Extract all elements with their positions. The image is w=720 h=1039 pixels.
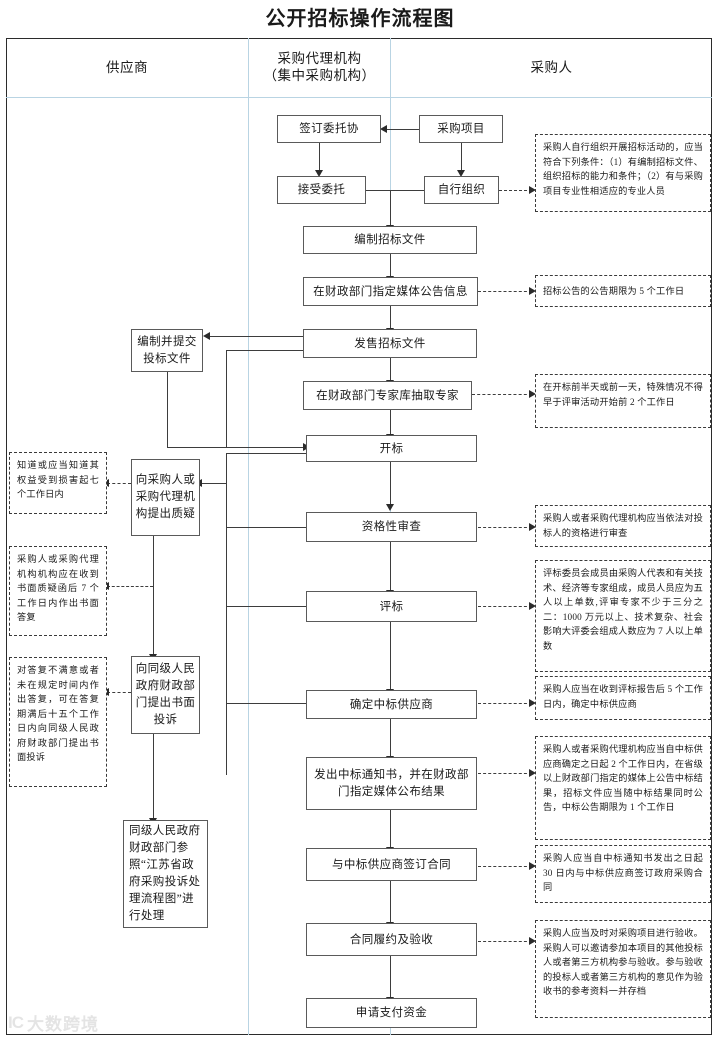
conn-challenge-to-note [107,483,131,484]
node-file-complaint[interactable]: 向同级人民政府财政部门提出书面投诉 [131,656,200,734]
node-bid-opening[interactable]: 开标 [306,435,477,462]
arrowhead-contract-to-note [529,862,536,870]
lane-header-purchaser-label: 采购人 [530,59,573,75]
arrowhead-open-to-qualify [386,504,394,511]
node-sign-entrustment[interactable]: 签订委托协 [277,115,381,143]
node-purchase-project[interactable]: 采购项目 [419,115,503,143]
arrowhead-project-to-self [457,170,465,177]
note-announcement-period: 招标公告的公告期限为 5 个工作日 [535,275,711,307]
conn-challenge-collector [226,453,227,775]
node-accept-entrustment[interactable]: 接受委托 [277,176,366,204]
conn-challenge-to-complaint [153,536,154,656]
conn-join-down-to-prepare [390,190,391,226]
note-award-deadline: 采购人应当在收到评标报告后 5 个工作日内，确定中标供应商 [535,676,711,720]
conn-project-to-sign [386,129,444,130]
conn-bid-right-to-open [167,447,306,448]
conn-award-to-notify [390,719,391,757]
lane-header-agency-label: 采购代理机构 [277,51,362,66]
note-self-organize-conditions: 采购人自行组织开展招标活动的，应当符合下列条件：（1）有编制招标文件、组织招标的… [535,134,711,212]
conn-notify-to-contract [390,810,391,848]
node-contract-performance-acceptance[interactable]: 合同履约及验收 [306,923,477,956]
node-bid-evaluation[interactable]: 评标 [306,591,477,622]
conn-accept-to-note [478,941,532,942]
node-announce-info[interactable]: 在财政部门指定媒体公告信息 [303,277,478,306]
conn-open-to-qualify [390,462,391,505]
conn-eval-to-note [478,606,532,607]
arrowhead-announce-to-note [529,287,536,295]
conn-accept-to-payment [390,956,391,998]
arrowhead-notify-to-note [529,769,536,777]
node-raise-challenge[interactable]: 向采购人或采购代理机构提出质疑 [131,459,200,536]
conn-collector-to-challenge [200,483,226,484]
conn-challenge-to-reply-note [107,586,153,587]
lane-header-supplier: 供应商 [6,38,248,96]
lane-header-supplier-label: 供应商 [106,59,148,75]
node-issue-notice[interactable]: 发出中标通知书，并在财政部门指定媒体公布结果 [306,757,477,810]
node-qualification-review[interactable]: 资格性审查 [306,512,477,542]
node-self-organize[interactable]: 自行组织 [424,176,499,204]
lane-header-purchaser: 采购人 [391,38,712,96]
conn-complaint-to-note [107,692,131,693]
conn-award-to-note [478,703,532,704]
arrowhead-eval-to-note [529,602,536,610]
note-acceptance-requirements: 采购人应当及时对采购项目进行验收。采购人可以邀请参加本项目的其他投标人或者第三方… [535,920,711,1018]
conn-qualify-to-eval [390,542,391,591]
arrowhead-accept-to-note [529,937,536,945]
conn-complaint-to-handle [153,734,154,820]
conn-collector-from-open [226,453,306,454]
arrowhead-expert-to-note [529,390,536,398]
conn-collector-from-eval [226,606,306,607]
note-reply-deadline: 采购人或采购代理机构机构应在收到书面质疑函后 7 个工作日内作出书面答复 [9,546,107,636]
arrowhead-sell-to-bid [203,332,210,340]
conn-accept-selfjoin [366,190,424,191]
conn-bid-down [167,372,168,447]
conn-collector-from-qualify [226,527,306,528]
node-determine-winner[interactable]: 确定中标供应商 [306,690,477,719]
conn-qualify-to-note [478,527,532,528]
conn-notify-to-note [478,773,532,774]
note-evaluation-committee: 评标委员会成员由采购人代表和有关技术、经济等专家组成，成员人员应为五人以上单数,… [535,560,711,672]
note-contract-signing-deadline: 采购人应当自中标通知书发出之日起 30 日内与中标供应商签订政府采购合同 [535,845,711,903]
node-sell-tender-docs[interactable]: 发售招标文件 [303,329,477,358]
conn-sell-to-expert [390,358,391,381]
node-draw-experts[interactable]: 在财政部门专家库抽取专家 [303,381,472,410]
conn-expert-to-note [472,394,532,395]
arrowhead-award-to-note [529,699,536,707]
conn-sellstub-down [226,350,227,447]
note-winning-announcement: 采购人或者采购代理机构应当自中标供应商确定之日起 2 个工作日内，在省级以上财政… [535,736,711,840]
header-rule [6,97,712,98]
conn-project-to-self [461,143,462,171]
node-prepare-submit-bid[interactable]: 编制并提交投标文件 [131,329,203,372]
diagram-frame [6,38,712,1035]
note-expert-draw-timing: 在开标前半天或前一天，特殊情况不得早于评审活动开始前 2 个工作日 [535,374,711,428]
node-prepare-tender-docs[interactable]: 编制招标文件 [303,226,477,254]
node-complaint-handling[interactable]: 同级人民政府财政部门参照“江苏省政府采购投诉处理流程图”进行处理 [123,820,208,928]
conn-expert-to-open [390,410,391,435]
conn-contract-to-accept [390,881,391,923]
lane-divider-1 [248,38,249,1035]
page-title: 公开招标操作流程图 [265,8,455,30]
note-complaint-deadline: 对答复不满意或者未在规定时间内作出答复，可在答复期满后十五个工作日内向同级人民政… [9,657,107,787]
lane-header-agency: 采购代理机构 （集中采购机构） [249,38,390,96]
conn-prepare-to-announce [390,254,391,277]
conn-self-to-note [499,190,532,191]
arrowhead-sign-to-accept [315,170,323,177]
node-sign-contract[interactable]: 与中标供应商签订合同 [306,848,477,881]
conn-announce-to-sell [390,306,391,329]
node-apply-payment[interactable]: 申请支付资金 [306,998,477,1028]
lane-header-agency-sublabel: （集中采购机构） [263,68,376,83]
conn-collector-from-award [226,703,306,704]
conn-sell-to-bid [208,336,303,337]
note-qualification-review: 采购人或者采购代理机构应当依法对投标人的资格进行审查 [535,505,711,547]
conn-eval-to-award [390,622,391,690]
arrowhead-self-to-note [529,186,536,194]
note-challenge-deadline: 知道或应当知道其权益受到损害起七个工作日内 [9,452,107,514]
conn-sign-to-accept [319,143,320,171]
conn-announce-to-note [478,291,532,292]
arrowhead-qualify-to-note [529,523,536,531]
arrowhead-project-to-sign [380,125,387,133]
conn-sellstub-left [226,350,303,351]
conn-contract-to-note [478,866,532,867]
